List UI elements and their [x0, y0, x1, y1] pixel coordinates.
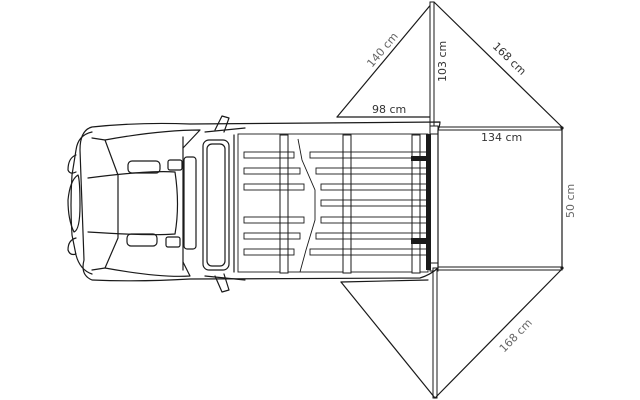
label-134cm: 134 cm — [481, 131, 522, 144]
bottom-wing — [340, 267, 563, 399]
label-50cm: 50 cm — [564, 184, 577, 218]
vehicle-top-view — [67, 115, 441, 293]
label-168cm-top: 168 cm — [490, 40, 529, 78]
awning-panel — [429, 125, 564, 272]
dimension-labels: 140 cm 98 cm 103 cm 168 cm 134 cm 50 cm … — [364, 30, 577, 355]
label-98cm: 98 cm — [372, 103, 406, 116]
label-140cm: 140 cm — [364, 30, 400, 70]
label-168cm-bottom: 168 cm — [497, 316, 535, 355]
top-wing — [336, 1, 563, 131]
label-103cm: 103 cm — [436, 41, 449, 82]
